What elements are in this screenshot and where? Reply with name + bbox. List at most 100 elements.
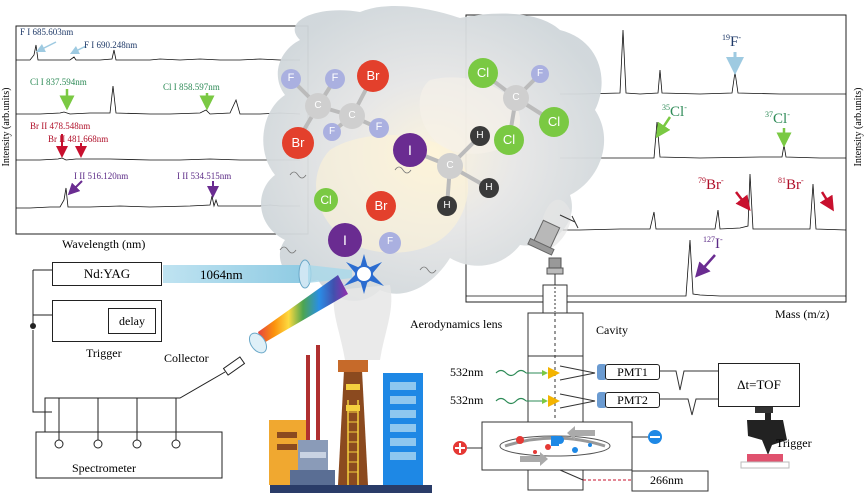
i-peak-arrow-1 <box>67 180 83 196</box>
left-x-axis-label: Wavelength (nm) <box>62 237 146 251</box>
free-atom-fluorine <box>379 232 401 254</box>
ion-label-i127: 127I- <box>703 235 723 252</box>
ion-label-cl35: 35Cl- <box>662 103 687 120</box>
atom-hydrogen <box>470 126 490 146</box>
fluoride-mass-trace <box>560 29 846 95</box>
atom-iodine <box>393 133 427 167</box>
atom-label-i: I <box>408 142 412 158</box>
atom-label-cl: Cl <box>320 193 332 207</box>
atom-fluorine <box>325 69 345 89</box>
atom-chlorine <box>539 107 569 137</box>
peak-label-f1: F I 685.603nm <box>20 27 74 37</box>
right-y-axis-label: Intensity (arb.units) <box>853 87 864 167</box>
left-y-axis-label: Intensity (arb.units) <box>1 87 12 167</box>
ion-label-f19: 19F- <box>722 33 742 50</box>
trigger-label-left: Trigger <box>86 346 122 360</box>
atom-label-h: H <box>443 200 451 211</box>
peak-label-br1: Br II 478.548nm <box>30 121 91 131</box>
atom-label-h: H <box>485 182 493 193</box>
atom-label-f: F <box>328 126 336 137</box>
plasma-spark <box>344 254 384 294</box>
trigger-delay-unit: delay <box>52 300 162 342</box>
bromide-mass-trace <box>560 173 847 231</box>
ion-label-cl37: 37Cl- <box>765 110 790 127</box>
delay-display: delay <box>108 308 156 334</box>
br81-ion-arrow <box>819 191 834 212</box>
aerodynamics-lens-label: Aerodynamics lens <box>410 317 503 331</box>
atom-hydrogen <box>479 178 499 198</box>
atom-hydrogen <box>437 196 457 216</box>
emission-rainbow <box>258 275 348 344</box>
trigger-hand-icon <box>740 405 790 469</box>
collector-lens <box>248 332 268 354</box>
collector-label: Collector <box>164 351 209 365</box>
atom-label-i: I <box>343 232 347 248</box>
cl35-ion-arrow <box>655 116 672 139</box>
peak-label-i2: I II 534.515nm <box>177 171 232 181</box>
collector-section <box>35 275 348 479</box>
molecule-iodomethane <box>393 126 499 216</box>
atom-label-c: C <box>314 100 322 111</box>
atom-carbon <box>339 103 365 129</box>
molecule-dibromotetrafluoroethane <box>281 60 389 159</box>
bromine-emission-trace <box>16 157 300 161</box>
atom-carbon <box>503 85 529 111</box>
br79-ion-arrow <box>735 191 751 211</box>
molecule-chlorofluoromethane <box>468 58 569 155</box>
cavity-label: Cavity <box>596 323 628 337</box>
trigger-label-right: Trigger <box>776 436 812 450</box>
label-532nm-2: 532nm <box>450 393 484 407</box>
atom-label-br: Br <box>374 198 388 213</box>
peak-label-cl2: Cl I 858.597nm <box>163 82 220 92</box>
chloride-mass-trace <box>560 121 846 159</box>
laser-532-wave-2 <box>495 397 527 405</box>
atom-label-c: C <box>348 110 356 121</box>
laser-beam-1064 <box>163 265 303 283</box>
chlorine-emission-trace <box>16 85 301 115</box>
tof-apparatus <box>453 214 790 492</box>
iodide-mass-trace <box>466 239 846 297</box>
i127-ion-arrow <box>695 254 716 278</box>
atom-label-br: Br <box>366 68 380 83</box>
free-atom-iodine <box>328 223 362 257</box>
ion-label-br81: 81Br- <box>778 176 804 193</box>
pmt1-box: PMT1 <box>605 364 660 380</box>
atom-label-cl: Cl <box>502 132 516 147</box>
label-1064nm: 1064nm <box>200 267 243 282</box>
label-532nm-1: 532nm <box>450 365 484 379</box>
atom-label-f: F <box>536 68 544 79</box>
pmt2-box: PMT2 <box>605 392 660 408</box>
atom-label-c: C <box>446 160 454 171</box>
label-266nm: 266nm <box>650 473 684 487</box>
peak-label-f2: F I 690.248nm <box>84 40 138 50</box>
atom-label-f: F <box>386 236 394 247</box>
atom-carbon <box>437 153 463 179</box>
laser-532-wave-1 <box>495 369 527 377</box>
atom-fluorine <box>281 69 301 89</box>
free-atom-chlorine <box>314 188 338 212</box>
ion-label-br79: 79Br- <box>698 176 724 193</box>
right-x-axis-label: Mass (m/z) <box>775 307 830 321</box>
iodine-emission-trace <box>16 187 300 209</box>
left-spectra-panel <box>15 25 309 235</box>
atom-label-c: C <box>512 92 520 103</box>
atom-label-br: Br <box>291 135 305 150</box>
atom-label-f: F <box>287 72 295 84</box>
atom-fluorine <box>369 118 389 138</box>
tof-box: Δt=TOF <box>718 363 800 407</box>
atom-bromine <box>357 60 389 92</box>
spectrometer-label: Spectrometer <box>72 461 136 475</box>
f-peak-arrow-1 <box>35 41 57 53</box>
atom-fluorine <box>323 123 341 141</box>
atom-chlorine <box>468 58 498 88</box>
atom-carbon <box>305 93 331 119</box>
atom-label-cl: Cl <box>476 65 490 80</box>
peak-label-i1: I II 516.120nm <box>74 171 129 181</box>
atom-bromine <box>282 127 314 159</box>
f-peak-arrow-2 <box>69 45 87 55</box>
atom-label-f: F <box>331 72 339 84</box>
ndyag-laser: Nd:YAG <box>52 262 162 286</box>
free-atom-bromine <box>366 191 396 221</box>
